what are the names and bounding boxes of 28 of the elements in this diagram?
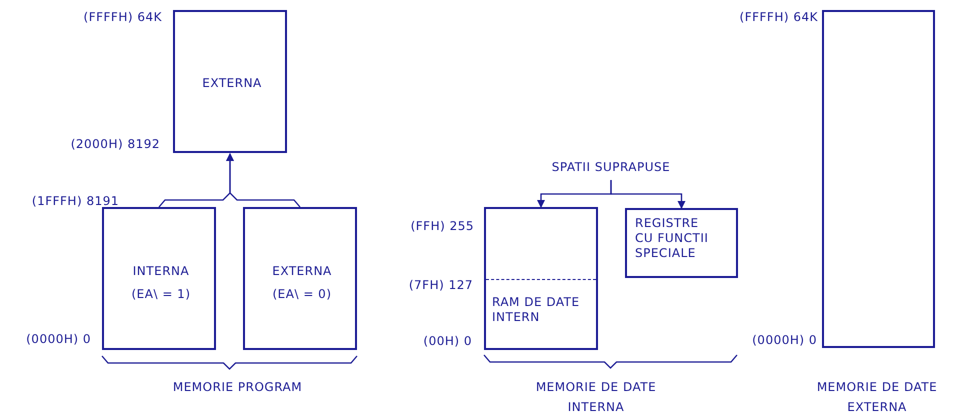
block-label: INTERNA xyxy=(132,264,190,279)
address-label: (FFH) 255 xyxy=(410,218,474,235)
section-caption: MEMORIE DE DATE INTERNA xyxy=(534,379,658,414)
address-label: (00H) 0 xyxy=(422,333,472,350)
memory-block xyxy=(243,207,357,350)
address-label: (7FH) 127 xyxy=(408,277,473,294)
arrow xyxy=(610,180,686,209)
address-label: (0000H) 0 xyxy=(25,331,91,348)
arrow xyxy=(226,153,300,208)
condition-text: (EA\ = 1) xyxy=(130,287,192,302)
block-label: REGISTRE CU FUNCTII SPECIALE xyxy=(635,216,710,261)
address-label: (2000H) 8192 xyxy=(70,136,160,153)
section-caption: MEMORIE PROGRAM xyxy=(172,379,304,396)
memory-block xyxy=(102,207,216,350)
memory-block xyxy=(484,207,598,350)
block-label: EXTERNA xyxy=(271,264,333,279)
address-label: (FFFFH) 64K xyxy=(738,9,818,26)
memory-block xyxy=(822,10,935,348)
address-label: (1FFFH) 8191 xyxy=(30,193,119,210)
condition-text: (EA\ = 0) xyxy=(271,287,332,302)
block-label: RAM DE DATE INTERN xyxy=(492,295,581,325)
block-label: EXTERNA xyxy=(201,76,263,91)
address-label: (FFFFH) 64K xyxy=(82,9,162,26)
address-label: (0000H) 0 xyxy=(751,332,817,349)
annotation-text: SPATII SUPRAPUSE xyxy=(550,160,672,175)
memory-block xyxy=(173,10,287,153)
register-block xyxy=(625,208,738,278)
section-caption: MEMORIE DE DATE EXTERNA xyxy=(816,379,938,414)
